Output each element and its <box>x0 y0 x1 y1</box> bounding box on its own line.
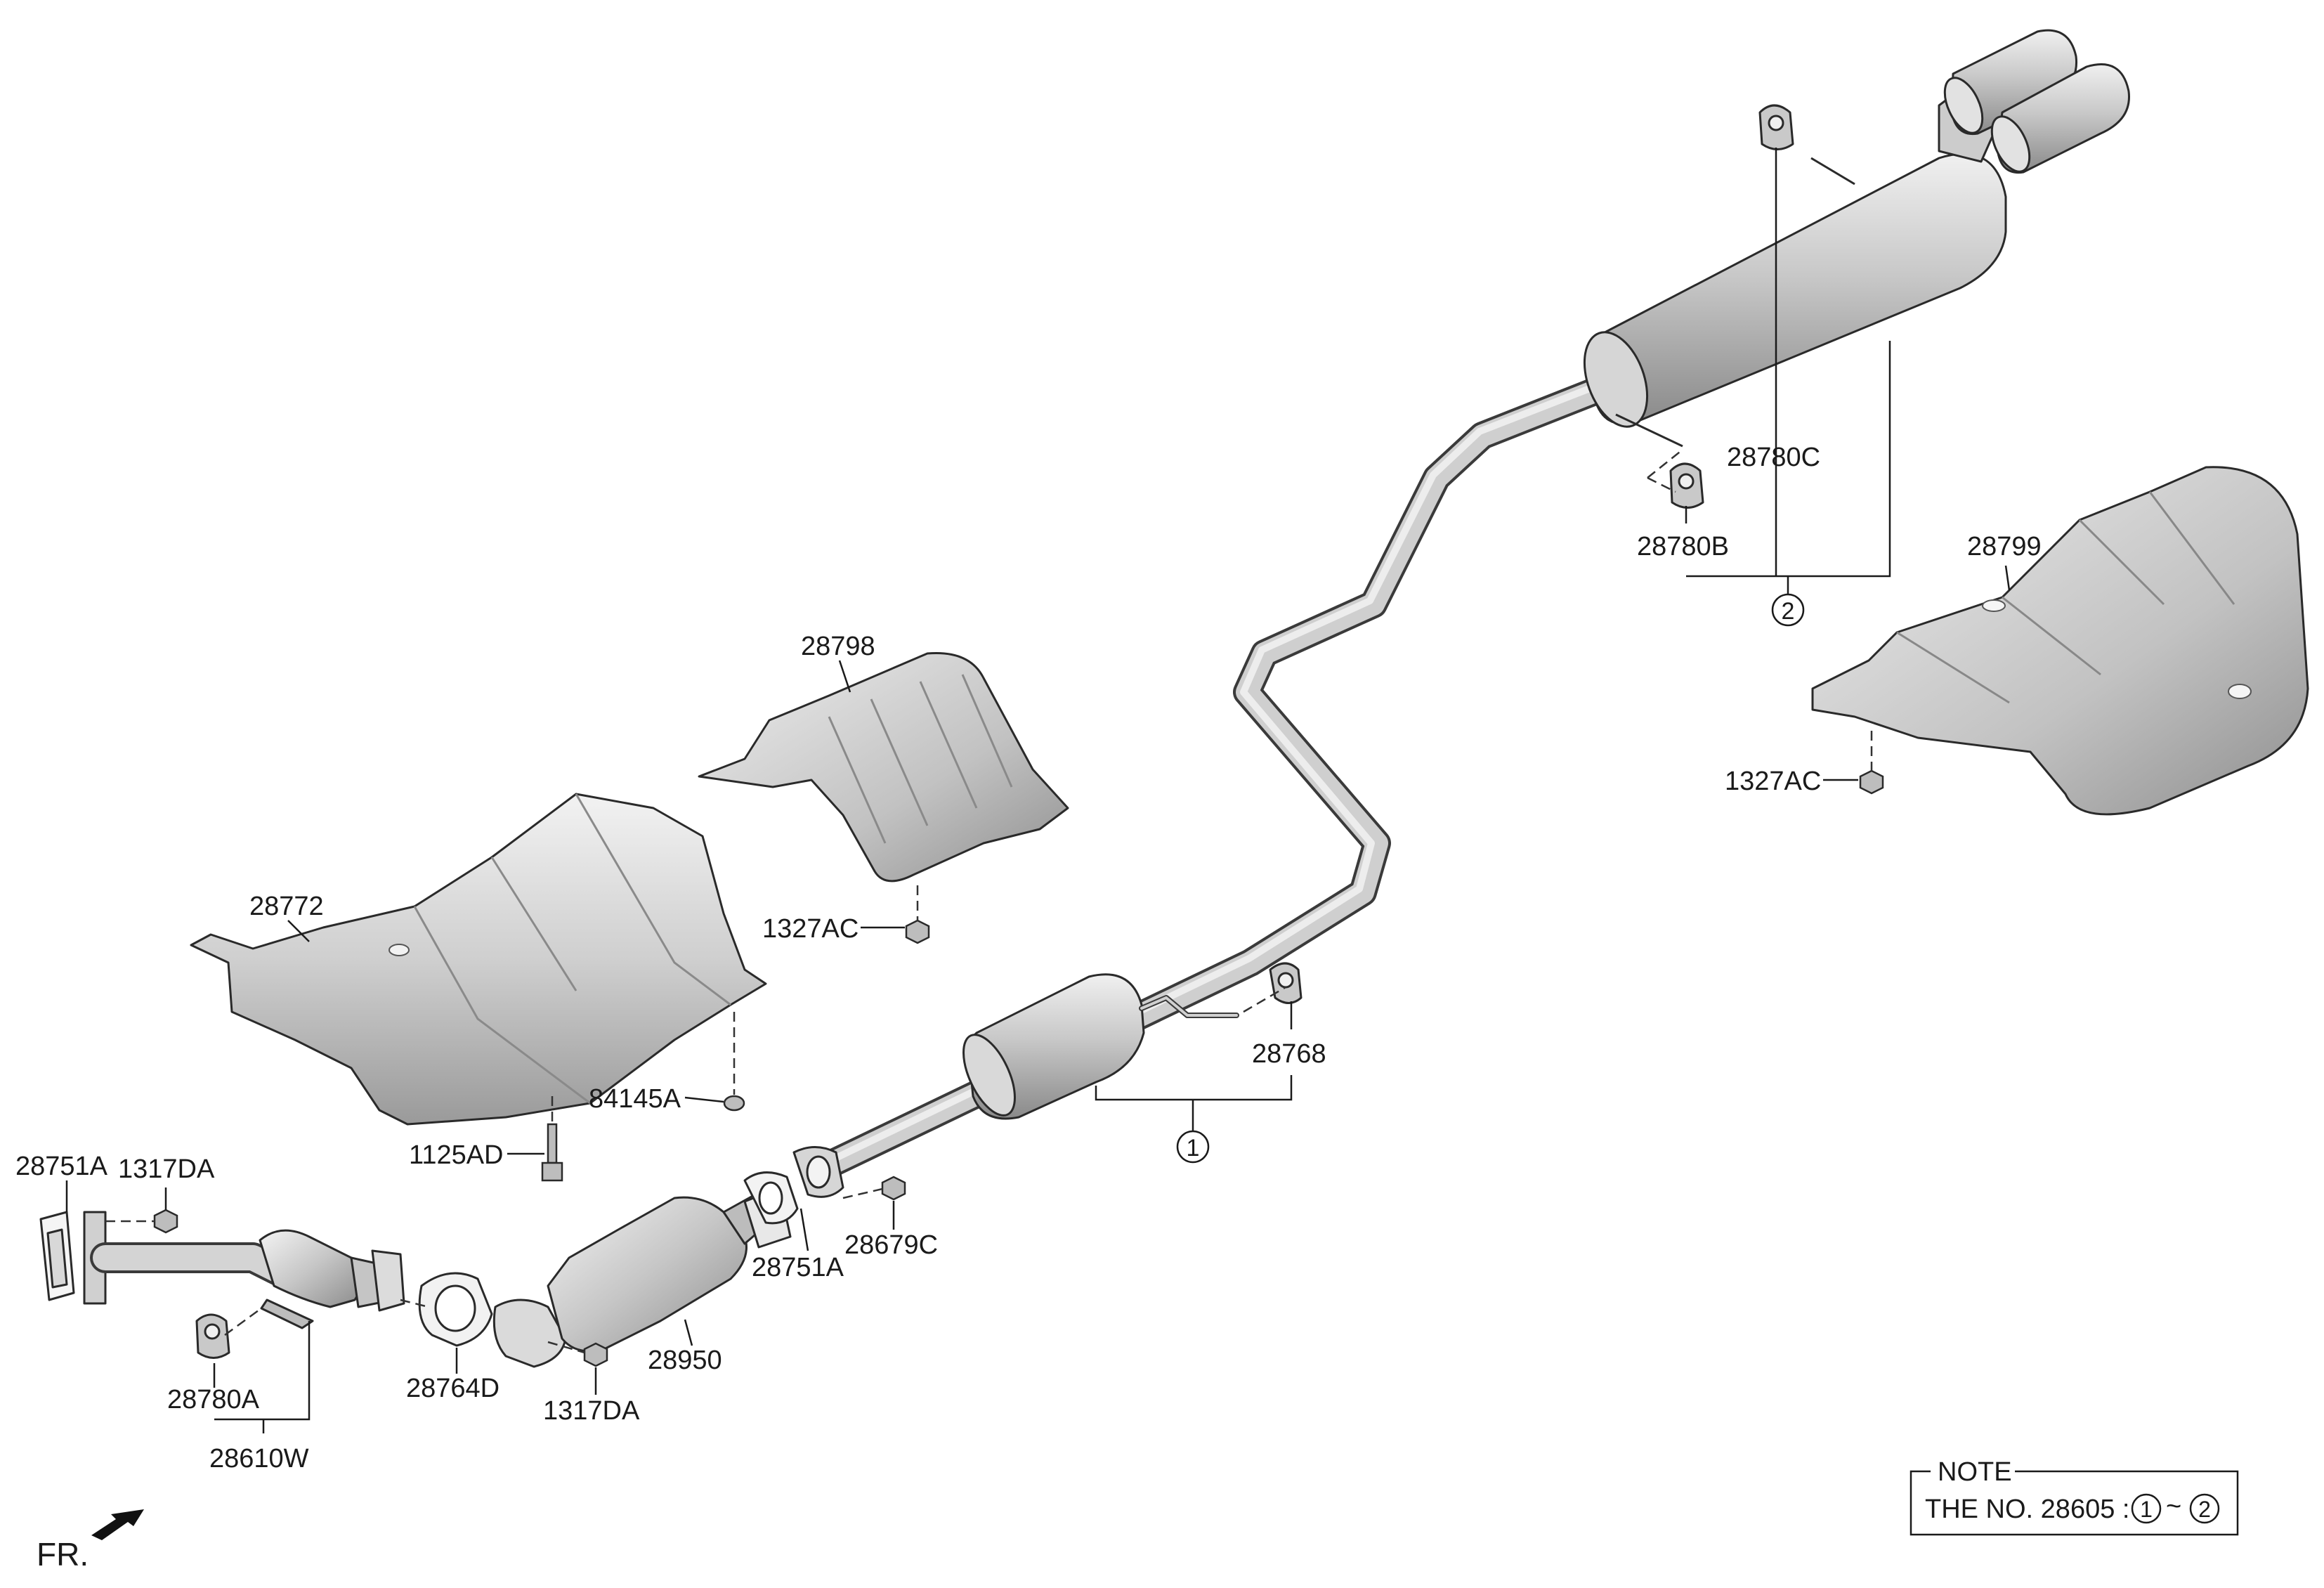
label-28799: 28799 <box>1967 532 2042 561</box>
note-box: NOTE THE NO. 28605 : 1 ~ 2 <box>1910 1457 2239 1536</box>
gasket-28751a-mid <box>743 1146 844 1225</box>
rubber-hanger-28780b <box>1647 449 1704 509</box>
heat-shield-28798 <box>698 651 1069 883</box>
label-28798: 28798 <box>801 632 875 661</box>
front-indicator: FR. <box>37 1509 144 1573</box>
front-label: FR. <box>37 1536 89 1573</box>
label-28780a: 28780A <box>167 1385 260 1414</box>
label-1125ad: 1125AD <box>409 1140 504 1170</box>
label-28610w: 28610W <box>209 1444 309 1473</box>
callout-1-number: 1 <box>1187 1135 1200 1161</box>
note-text: THE NO. 28605 : <box>1925 1495 2129 1524</box>
part-number-labels: 28798 28772 1327AC 84145A 1125AD 28751A … <box>15 443 2042 1473</box>
front-direction-arrow-icon <box>91 1509 144 1540</box>
callout-1: 1 <box>1176 1130 1210 1164</box>
label-28751a-left: 28751A <box>15 1152 108 1181</box>
center-resonator <box>962 973 1239 1120</box>
label-28679c: 28679C <box>844 1230 938 1260</box>
note-to-number: 2 <box>2198 1497 2211 1522</box>
front-pipe-28610w <box>39 1211 405 1329</box>
label-84145a: 84145A <box>589 1084 681 1114</box>
note-range-separator: ~ <box>2166 1492 2181 1521</box>
heat-shield-28799 <box>1811 466 2309 816</box>
label-28764d: 28764D <box>406 1374 500 1403</box>
label-28780b: 28780B <box>1637 532 1729 561</box>
gasket-28764d <box>418 1272 493 1347</box>
label-28780c: 28780C <box>1727 443 1820 472</box>
catalytic-converter-28950 <box>492 1186 792 1368</box>
label-1317da-bottom: 1317DA <box>543 1396 640 1426</box>
heat-shield-28772 <box>190 793 767 1126</box>
callout-2: 2 <box>1771 593 1805 627</box>
callout-2-number: 2 <box>1782 598 1795 625</box>
label-1327ac-right: 1327AC <box>1725 767 1821 796</box>
rear-muffler <box>1583 29 2130 448</box>
note-title: NOTE <box>1938 1457 2012 1487</box>
note-from-number: 1 <box>2140 1497 2153 1522</box>
rubber-hanger-28780c <box>1758 104 1794 150</box>
hardware-fasteners <box>105 731 1884 1367</box>
label-28751a-mid: 28751A <box>752 1253 844 1282</box>
rubber-hanger-28780a <box>195 1307 262 1359</box>
main-exhaust-pipe <box>804 369 1630 1184</box>
label-28772: 28772 <box>249 892 324 921</box>
label-28950: 28950 <box>648 1346 722 1375</box>
label-28768: 28768 <box>1252 1039 1326 1069</box>
leader-lines <box>65 148 2011 1433</box>
label-1327ac-left: 1327AC <box>762 914 859 944</box>
label-1317da-top: 1317DA <box>118 1154 215 1184</box>
rubber-hanger-28768 <box>1243 962 1303 1013</box>
